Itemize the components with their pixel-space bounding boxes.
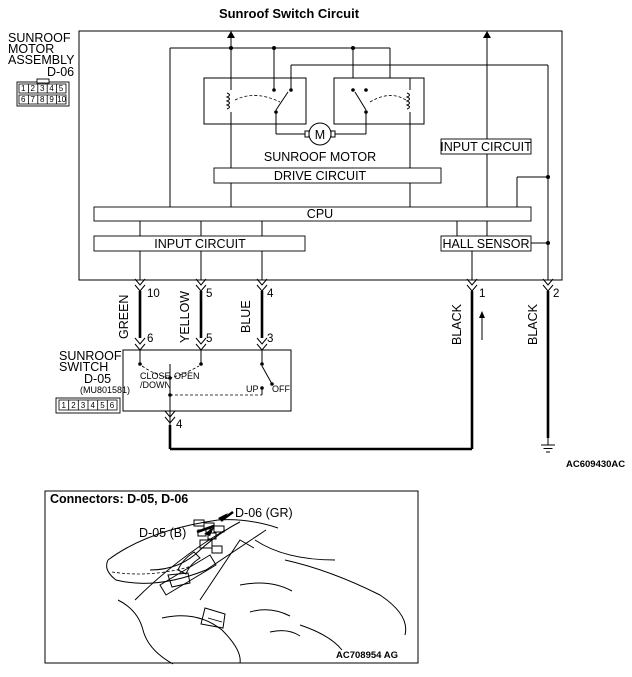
motor-connector-terminals bbox=[134, 278, 554, 292]
d06-pin-7: 7 bbox=[31, 95, 36, 104]
input-circuit-right-label: INPUT CIRCUIT bbox=[440, 140, 532, 154]
figure-code-1: AC609430AC bbox=[566, 459, 625, 470]
d06-pin-10: 10 bbox=[57, 95, 66, 104]
d05-pin-3: 3 bbox=[81, 401, 86, 410]
switch-up-label: UP bbox=[246, 384, 259, 394]
motor-assembly-label-line-2: MOTOR bbox=[8, 42, 54, 56]
vehicle-interior-illustration bbox=[106, 510, 407, 665]
diagram-title: Sunroof Switch Circuit bbox=[219, 6, 360, 21]
d06-connector-icon: 1 2 3 4 5 6 7 8 9 10 bbox=[16, 78, 70, 107]
switch-open-label: OPEN bbox=[174, 371, 200, 381]
d06-pin-5: 5 bbox=[59, 84, 64, 93]
motor-connector-code: D-06 bbox=[47, 65, 74, 79]
connectors-panel bbox=[44, 490, 419, 664]
switch-pin-blue: 3 bbox=[267, 333, 273, 345]
drive-circuit-label: DRIVE CIRCUIT bbox=[274, 169, 367, 183]
switch-part-number: (MU801581) bbox=[80, 385, 130, 395]
motor-symbol: M bbox=[315, 128, 325, 142]
sunroof-motor: M bbox=[275, 112, 367, 146]
switch-down-label: /DOWN bbox=[140, 380, 171, 390]
d06-pin-2: 2 bbox=[31, 84, 36, 93]
left-relay bbox=[203, 77, 307, 125]
connectors-panel-title: Connectors: D-05, D-06 bbox=[50, 492, 188, 506]
sunroof-switch-label-line-2: SWITCH bbox=[59, 360, 108, 374]
right-relay bbox=[333, 77, 425, 125]
wire-label-green: GREEN bbox=[117, 295, 131, 339]
motor-assembly-enclosure bbox=[78, 30, 563, 281]
sunroof-switch-contacts bbox=[138, 350, 274, 425]
sunroof-switch-label-line-1: SUNROOF bbox=[59, 349, 122, 363]
motor-pin-yellow: 5 bbox=[206, 288, 212, 300]
switch-off-label: OFF bbox=[272, 384, 290, 394]
switch-pin-yellow: 5 bbox=[206, 333, 212, 345]
motor-assembly-label-line-1: SUNROOF bbox=[8, 31, 71, 45]
d05-pin-1: 1 bbox=[62, 401, 67, 410]
switch-pin-green: 6 bbox=[147, 333, 153, 345]
drive-circuit-box bbox=[213, 167, 442, 184]
motor-pin-black-2: 2 bbox=[553, 288, 559, 300]
callout-d05: D-05 (B) bbox=[139, 526, 186, 540]
cpu-box bbox=[93, 206, 532, 222]
switch-connector-code: D-05 bbox=[84, 372, 111, 386]
wire-label-black-1: BLACK bbox=[450, 303, 464, 345]
callout-d06: D-06 (GR) bbox=[235, 506, 293, 520]
wire-label-blue: BLUE bbox=[239, 300, 253, 333]
d06-pin-1: 1 bbox=[21, 84, 26, 93]
d06-pin-9: 9 bbox=[49, 95, 54, 104]
ground-icon bbox=[541, 438, 555, 453]
switch-connector-terminals bbox=[134, 337, 268, 351]
d05-pin-6: 6 bbox=[110, 401, 115, 410]
figure-code-2: AC708954 AG bbox=[336, 650, 398, 661]
d05-connector-icon: 1 2 3 4 5 6 bbox=[55, 397, 121, 414]
motor-pin-black-1: 1 bbox=[479, 288, 485, 300]
input-circuit-right-box bbox=[440, 138, 532, 155]
sunroof-motor-label: SUNROOF MOTOR bbox=[264, 150, 376, 164]
d05-pin-5: 5 bbox=[100, 401, 105, 410]
motor-assembly-label-line-3: ASSEMBLY bbox=[8, 53, 75, 67]
wire-label-black-2: BLACK bbox=[526, 303, 540, 345]
hall-sensor-label: HALL SENSOR bbox=[442, 237, 529, 251]
input-circuit-left-label: INPUT CIRCUIT bbox=[154, 237, 246, 251]
switch-close-label: CLOSE bbox=[140, 371, 171, 381]
wire-label-yellow: YELLOW bbox=[178, 291, 192, 343]
cpu-label: CPU bbox=[307, 207, 333, 221]
switch-pin-ground: 4 bbox=[176, 419, 183, 431]
input-circuit-left-box bbox=[93, 235, 306, 252]
current-direction-arrow bbox=[479, 311, 485, 340]
motor-pin-green: 10 bbox=[147, 288, 160, 300]
motor-pin-blue: 4 bbox=[267, 288, 274, 300]
d06-pin-3: 3 bbox=[40, 84, 45, 93]
harness-wires bbox=[138, 291, 550, 451]
d05-pin-2: 2 bbox=[71, 401, 76, 410]
sunroof-switch-box bbox=[122, 349, 292, 412]
d06-pin-8: 8 bbox=[40, 95, 45, 104]
d05-pin-4: 4 bbox=[91, 401, 96, 410]
d06-pin-4: 4 bbox=[49, 84, 54, 93]
d06-pin-6: 6 bbox=[21, 95, 26, 104]
